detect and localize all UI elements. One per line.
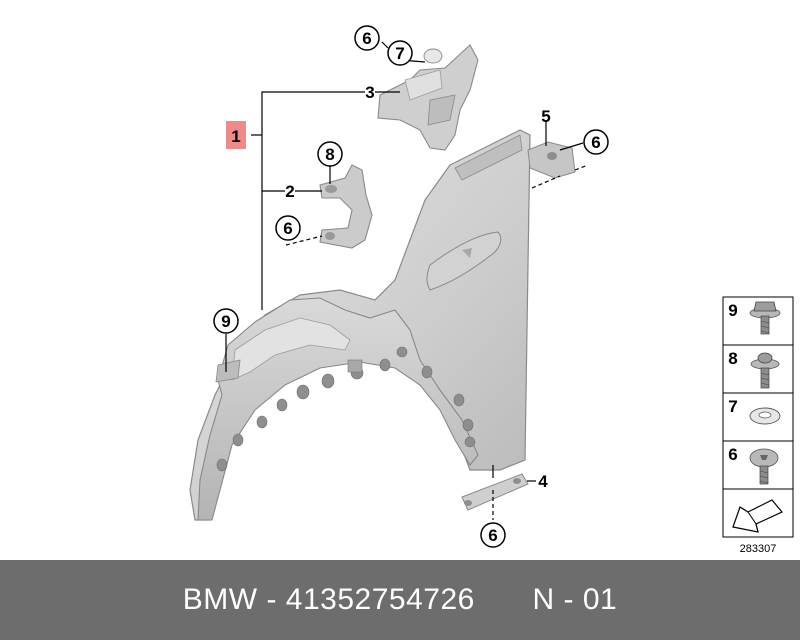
legend-item-7-number: 7 bbox=[728, 397, 737, 416]
brand-separator: - bbox=[266, 583, 277, 616]
svg-text:8: 8 bbox=[325, 145, 334, 164]
svg-text:6: 6 bbox=[488, 526, 497, 545]
liner-mounting-holes bbox=[216, 346, 476, 472]
footer-caption: BMW - 41352754726 N - 01 bbox=[183, 583, 617, 617]
hex-flange-bolt-icon bbox=[749, 301, 781, 335]
legend-item-9-number: 9 bbox=[728, 301, 737, 320]
code-suffix: 01 bbox=[582, 583, 618, 616]
callout-4-label: 4 bbox=[538, 472, 548, 491]
callout-6-bottom: 6 bbox=[480, 522, 506, 548]
washer-icon bbox=[749, 407, 781, 425]
callout-3-label: 3 bbox=[365, 83, 374, 102]
code-prefix: N bbox=[532, 583, 555, 616]
callout-7: 7 bbox=[387, 40, 413, 66]
torx-screw-icon bbox=[749, 448, 779, 485]
legend-item-8-number: 8 bbox=[728, 349, 737, 368]
side-bracket-part-2 bbox=[319, 164, 373, 249]
upper-bracket-part-3 bbox=[377, 44, 479, 151]
svg-text:6: 6 bbox=[283, 219, 292, 238]
callout-8: 8 bbox=[317, 141, 343, 167]
part-number: 41352754726 bbox=[285, 583, 475, 616]
svg-text:6: 6 bbox=[362, 29, 371, 48]
lower-trim-part-4 bbox=[461, 473, 529, 511]
direction-arrow-icon bbox=[732, 499, 783, 533]
brand-name: BMW bbox=[182, 583, 258, 616]
small-bracket-part-5 bbox=[527, 141, 576, 179]
flange-bolt-icon bbox=[750, 352, 780, 389]
callout-1-highlighted: 1 bbox=[226, 121, 246, 149]
code-separator: - bbox=[563, 583, 575, 616]
callout-6-right: 6 bbox=[583, 129, 609, 155]
part-number-footer: BMW - 41352754726 N - 01 bbox=[0, 560, 800, 640]
washer-on-bracket bbox=[423, 48, 443, 64]
fastener-legend: 9 8 7 6 bbox=[722, 296, 794, 555]
callout-2-label: 2 bbox=[285, 182, 294, 201]
fender-parts-diagram: 1 3 2 5 4 6 7 8 6 6 9 bbox=[189, 25, 794, 555]
wheel-arch-liner bbox=[197, 297, 479, 521]
legend-item-6-number: 6 bbox=[728, 445, 737, 464]
diagram-reference-number: 283307 bbox=[740, 543, 777, 555]
svg-text:6: 6 bbox=[591, 133, 600, 152]
svg-text:9: 9 bbox=[221, 312, 230, 331]
callout-9: 9 bbox=[213, 308, 239, 334]
callout-6-left: 6 bbox=[275, 215, 301, 241]
callout-1-label: 1 bbox=[231, 127, 240, 146]
callout-6-top: 6 bbox=[354, 25, 380, 51]
svg-text:7: 7 bbox=[395, 44, 404, 63]
callout-5-label: 5 bbox=[541, 107, 550, 126]
leader-lines bbox=[225, 41, 589, 520]
